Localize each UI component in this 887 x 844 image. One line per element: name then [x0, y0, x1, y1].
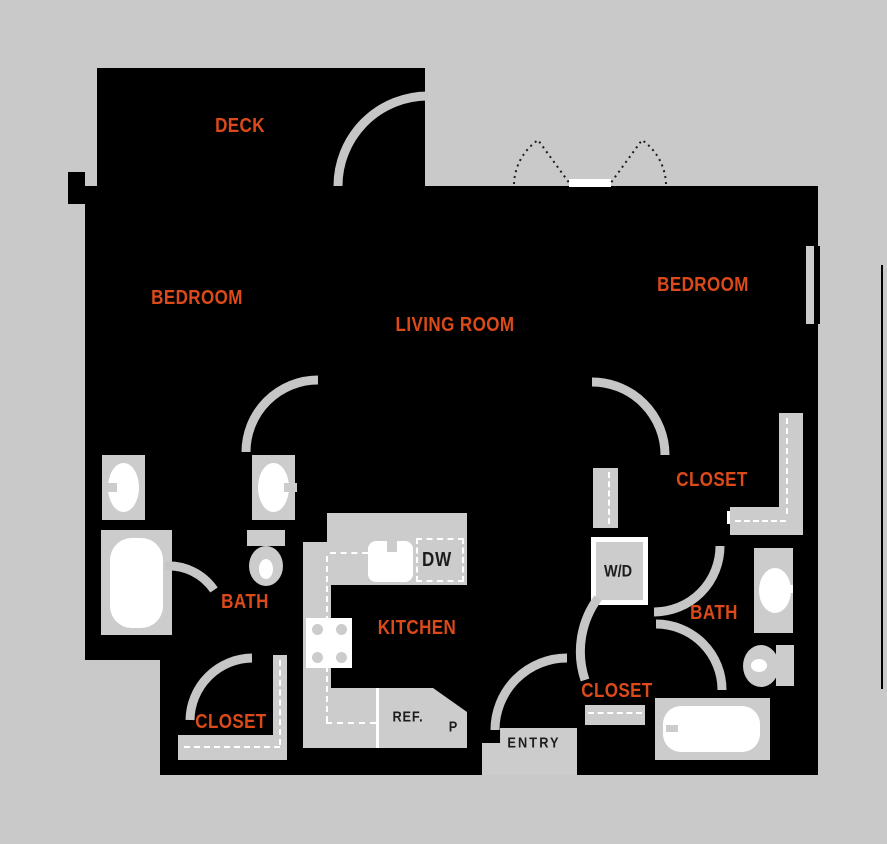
closet-rod-dashed: [588, 712, 642, 714]
burner-icon: [336, 652, 347, 663]
kitchen-label: KITCHEN: [377, 617, 457, 639]
deck-label: DECK: [215, 115, 265, 137]
faucet-icon: [104, 483, 117, 492]
faucet-icon: [284, 483, 297, 492]
dishwasher-label: DW: [421, 549, 453, 571]
bath-right-label: BATH: [690, 602, 738, 624]
balcony-edge-line: [881, 265, 883, 689]
pantry-label: P: [448, 718, 458, 736]
closet-right-label: CLOSET: [676, 469, 748, 491]
counter-edge-dashed: [330, 552, 368, 554]
toilet-tank-icon: [247, 530, 285, 546]
toilet-seat-icon: [259, 559, 273, 579]
closet-rod-dashed: [184, 746, 280, 748]
sink-icon: [258, 463, 289, 512]
shelf-end-mark: [727, 511, 730, 524]
closet-left-label: CLOSET: [195, 711, 267, 733]
faucet-icon: [387, 534, 397, 552]
closet-rod-dashed: [786, 418, 788, 514]
bath-left-label: BATH: [221, 591, 269, 613]
kitchen-counter-bottom: [303, 688, 467, 748]
unit-body-upper: [85, 186, 818, 660]
fridge-divider: [376, 688, 379, 748]
bedroom-left-label: BEDROOM: [151, 287, 243, 309]
dishwasher-outline: [416, 538, 464, 582]
closet-hall-label: CLOSET: [581, 680, 653, 702]
living-room-label: LIVING ROOM: [395, 314, 515, 336]
bathtub-icon: [663, 706, 760, 752]
french-door-left-dotted: [513, 138, 571, 185]
french-door-right-dotted: [609, 138, 667, 185]
toilet-seat-icon: [751, 659, 767, 672]
bathtub-icon: [110, 538, 163, 628]
wall-notch: [68, 172, 85, 204]
window-outer-frame: [814, 246, 820, 324]
entry-label: ENTRY: [507, 734, 561, 752]
washer-dryer-icon: [596, 542, 643, 600]
counter-edge-dashed: [326, 722, 376, 724]
window-glass: [806, 246, 814, 324]
closet-rod-dashed: [735, 520, 786, 522]
closet-shelf: [585, 705, 645, 725]
closet-rod-dashed: [279, 660, 281, 745]
closet-shelf: [593, 468, 618, 528]
refrigerator-label: REF.: [392, 708, 424, 726]
burner-icon: [312, 652, 323, 663]
washer-dryer-label: W/D: [603, 561, 633, 581]
faucet-icon: [780, 585, 793, 593]
burner-icon: [336, 624, 347, 635]
counter-edge-dashed: [326, 556, 328, 722]
bedroom-right-label: BEDROOM: [657, 274, 749, 296]
closet-rod-dashed: [608, 472, 610, 524]
door-opening: [569, 179, 611, 187]
burner-icon: [312, 624, 323, 635]
faucet-icon: [666, 725, 678, 732]
closet-shelf: [779, 413, 803, 510]
toilet-tank-icon: [776, 645, 794, 686]
